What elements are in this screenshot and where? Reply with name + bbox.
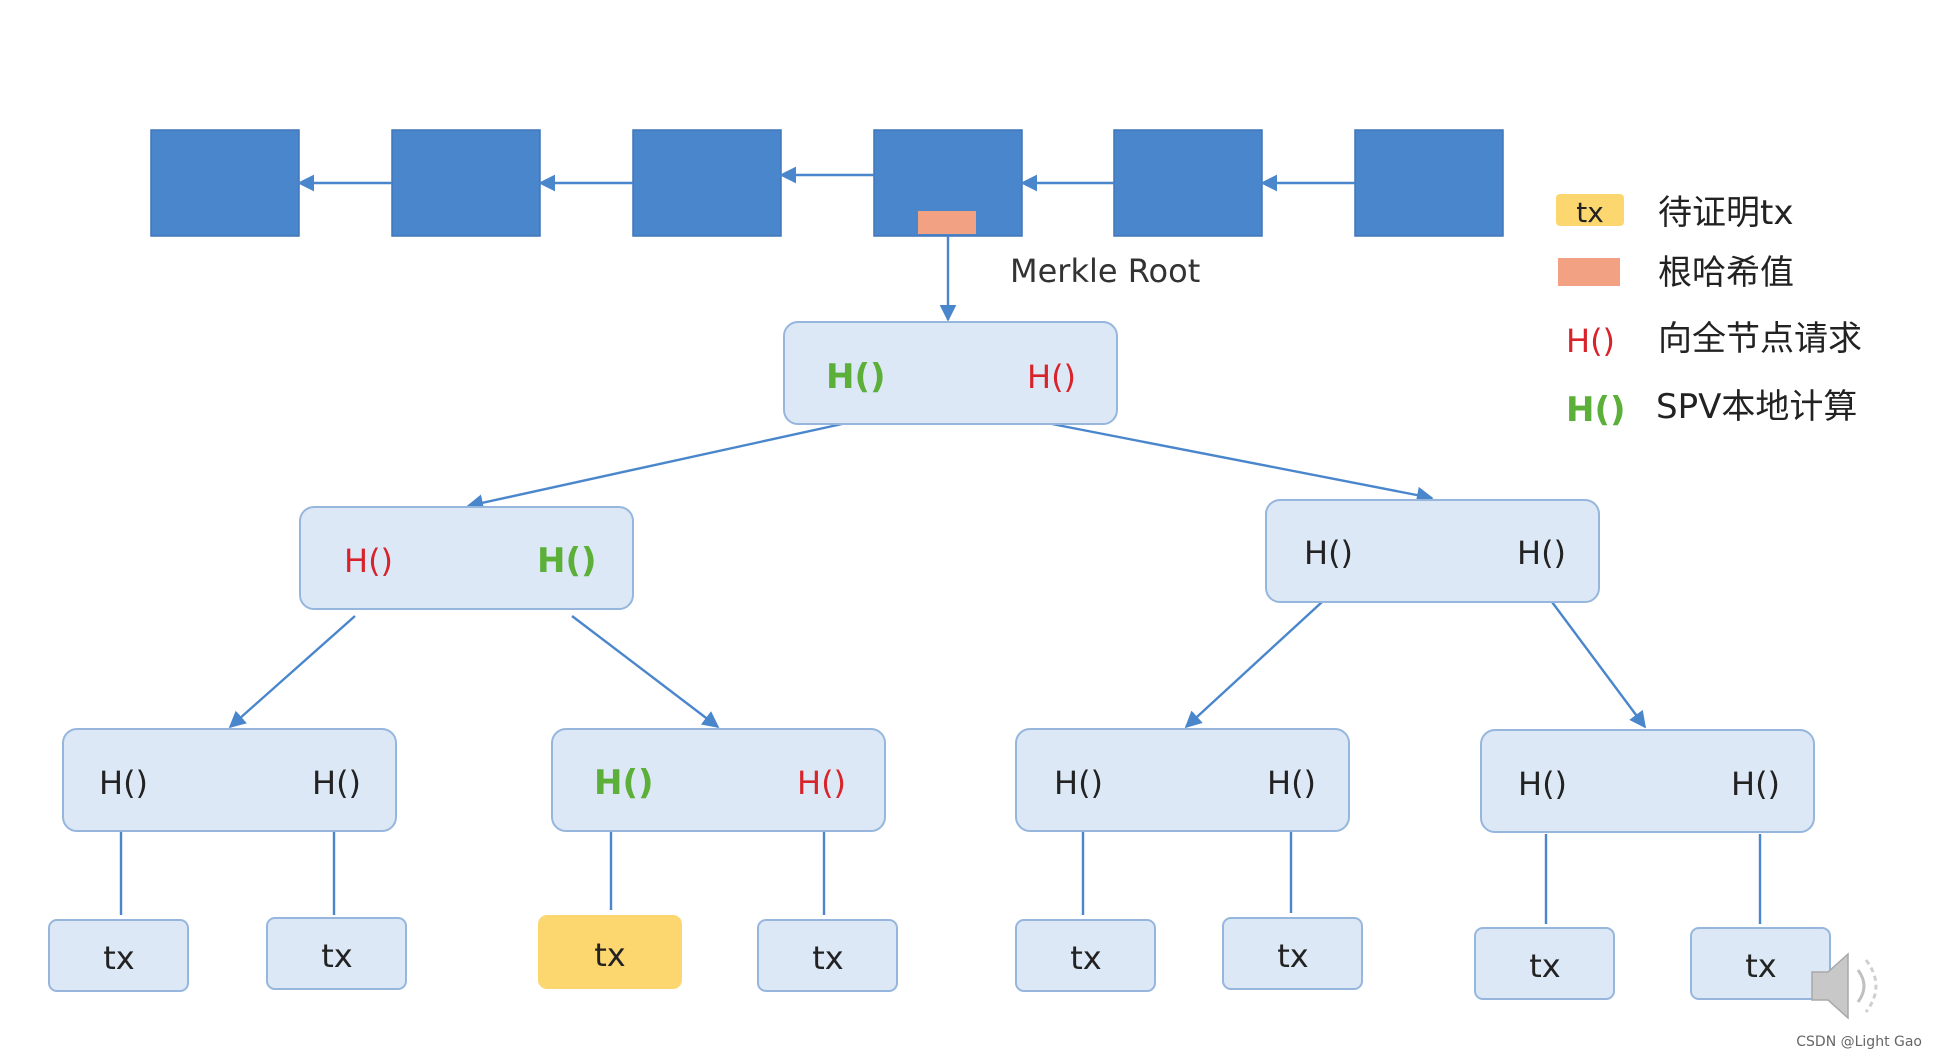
- blockchain: [150, 129, 1504, 237]
- level2-node-1-box: [62, 728, 397, 832]
- tree-edges: [119, 422, 1762, 924]
- legend-label-requested: 向全节点请求: [1658, 319, 1862, 359]
- block-1: [150, 129, 300, 237]
- merkle-root-marker: [918, 211, 976, 234]
- leaf-6-label: tx: [1277, 937, 1308, 975]
- level2-1-hash-right: H(): [312, 764, 361, 802]
- leaf-4-box: [757, 919, 898, 992]
- root-hash-left: H(): [826, 357, 886, 397]
- root-node: H() H(): [783, 321, 1118, 425]
- edge-l1a-l2a: [228, 615, 356, 729]
- level1-node-left-box: [299, 506, 634, 610]
- level2-node-4: H() H(): [1480, 729, 1815, 833]
- level2-2-hash-right: H(): [797, 764, 846, 802]
- leaves: tx tx tx tx tx tx tx tx: [48, 915, 1831, 1000]
- edge-root-right: [1051, 422, 1434, 504]
- level2-node-1: H() H(): [62, 728, 397, 832]
- level1-left-hash-right: H(): [537, 541, 597, 581]
- legend: tx 待证明tx 根哈希值 H() 向全节点请求 H() SPV本地计算: [1556, 193, 1862, 430]
- legend-swatch-root-hash: [1558, 258, 1620, 286]
- leaf-1-label: tx: [103, 939, 134, 977]
- leaf-2-label: tx: [321, 937, 352, 975]
- edge-l1a-l2b: [571, 615, 720, 729]
- level1-right-hash-right: H(): [1517, 534, 1566, 572]
- level2-4-hash-left: H(): [1518, 765, 1567, 803]
- legend-swatch-computed: H(): [1566, 390, 1626, 430]
- level1-node-right: H() H(): [1265, 499, 1600, 603]
- leaf-4-label: tx: [812, 939, 843, 977]
- leaf-7-label: tx: [1529, 947, 1560, 985]
- leaf-6-box: [1222, 917, 1363, 990]
- level1-node-right-box: [1265, 499, 1600, 603]
- block-6: [1354, 129, 1504, 237]
- level1-left-hash-left: H(): [344, 542, 393, 580]
- leaf-3-box-to-prove: [538, 915, 682, 989]
- leaf-8-box: [1690, 927, 1831, 1000]
- edge-l1b-l2d: [1551, 601, 1647, 729]
- level2-3-hash-left: H(): [1054, 764, 1103, 802]
- level1-right-hash-left: H(): [1304, 534, 1353, 572]
- leaf-7-box: [1474, 927, 1615, 1000]
- block-3: [632, 129, 782, 237]
- leaf-3-label: tx: [594, 936, 625, 974]
- leaf-5-box: [1015, 919, 1156, 992]
- speaker-icon[interactable]: [1811, 952, 1878, 1020]
- leaf-2-box: [266, 917, 407, 990]
- leaf-5-label: tx: [1070, 939, 1101, 977]
- level2-1-hash-left: H(): [99, 764, 148, 802]
- level2-node-3: H() H(): [1015, 728, 1350, 832]
- root-hash-right: H(): [1027, 358, 1076, 396]
- legend-label-computed: SPV本地计算: [1656, 387, 1857, 427]
- level2-4-hash-right: H(): [1731, 765, 1780, 803]
- edge-l1b-l2c: [1184, 601, 1323, 729]
- merkle-root-label: Merkle Root: [1010, 252, 1200, 290]
- level1-node-left: H() H(): [299, 506, 634, 610]
- legend-swatch-requested: H(): [1566, 322, 1615, 360]
- legend-swatch-tx-label: tx: [1576, 196, 1604, 229]
- level2-2-hash-left: H(): [594, 763, 654, 803]
- legend-swatch-tx: [1556, 194, 1624, 226]
- legend-label-root-hash: 根哈希值: [1658, 253, 1794, 293]
- leaf-8-label: tx: [1745, 947, 1776, 985]
- level2-node-2: H() H(): [551, 728, 886, 832]
- level2-node-2-box: [551, 728, 886, 832]
- level2-node-3-box: [1015, 728, 1350, 832]
- level2-node-4-box: [1480, 729, 1815, 833]
- edge-root-left: [466, 422, 843, 511]
- leaf-1-box: [48, 919, 189, 992]
- block-2: [391, 129, 541, 237]
- level2-3-hash-right: H(): [1267, 764, 1316, 802]
- legend-label-tx-to-prove: 待证明tx: [1658, 193, 1793, 233]
- root-node-box: [783, 321, 1118, 425]
- watermark: CSDN @Light Gao: [1796, 1034, 1922, 1050]
- block-5: [1113, 129, 1263, 237]
